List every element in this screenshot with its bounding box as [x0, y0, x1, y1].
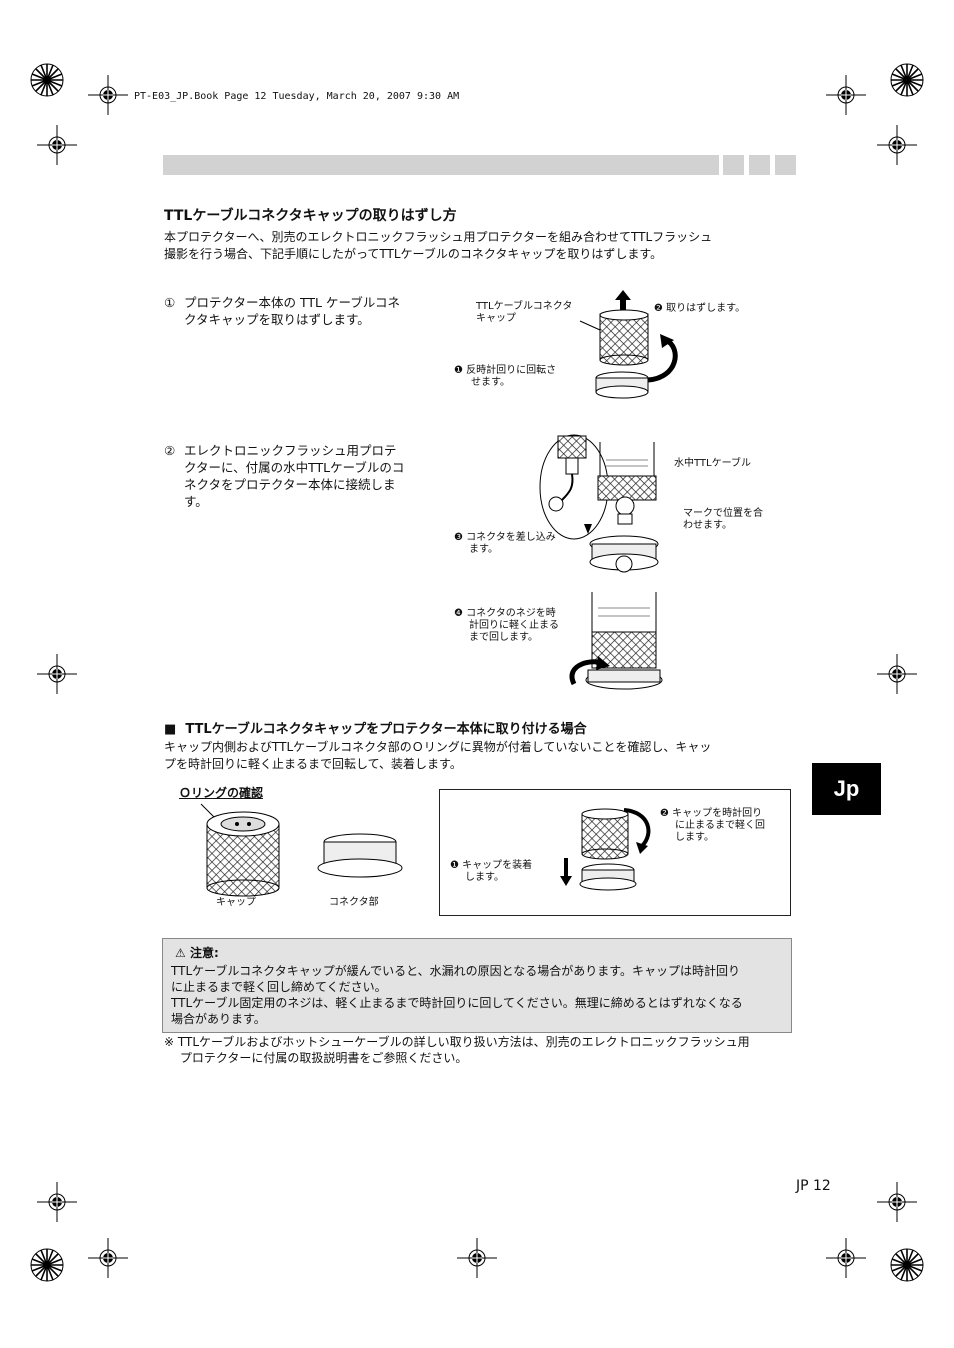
cap-label: TTLケーブルコネクタキャップ: [476, 301, 573, 324]
connector-illustration: [539, 434, 663, 690]
registration-cross-icon: [457, 1238, 497, 1278]
box-step-b1: ❶ キャップを装着 します。: [450, 860, 533, 883]
step-number: ①: [164, 295, 176, 310]
registration-star-icon: [887, 60, 927, 100]
registration-cross-icon: [88, 1238, 128, 1278]
cap-removal-illustration: [579, 290, 678, 399]
header-block: [723, 155, 744, 175]
registration-cross-icon: [37, 654, 77, 694]
step-b2-label: ❷ 取りはずします。: [654, 303, 746, 314]
step-b3-label: ❸ コネクタを差し込み ます。: [454, 532, 556, 555]
connector-caption: コネクタ部: [329, 897, 379, 908]
step-b4-label: ❹ コネクタのネジを時 計回りに軽く止まる まで回します。: [454, 608, 559, 643]
step-2: ② エレクトロニックフラッシュ用プロテ クターに、付属の水中TTLケーブルのコ …: [164, 443, 405, 509]
registration-cross-icon: [877, 125, 917, 165]
header-bar: [163, 155, 719, 175]
mark-label: マークで位置を合わせます。: [683, 508, 763, 531]
oring-title: Ｏリングの確認: [179, 786, 264, 800]
registration-cross-icon: [37, 1182, 77, 1222]
down-arrow-icon: [560, 858, 572, 886]
warning-icon: ⚠: [175, 946, 186, 960]
registration-star-icon: [27, 1245, 67, 1285]
section2-paragraph: キャップ内側およびTTLケーブルコネクタ部のＯリングに異物が付着していないことを…: [164, 740, 712, 771]
header-block: [749, 155, 770, 175]
attach-illustration: [560, 808, 651, 891]
registration-cross-icon: [88, 75, 128, 115]
step-number: ②: [164, 443, 176, 458]
registration-cross-icon: [826, 1238, 866, 1278]
up-arrow-icon: [615, 290, 631, 310]
box-step-b2: ❷ キャップを時計回り に止まるまで軽く回 します。: [660, 808, 765, 843]
step-1: ① プロテクター本体の TTL ケーブルコネ クタキャップを取りはずします。: [164, 295, 400, 327]
print-header: PT-E03_JP.Book Page 12 Tuesday, March 20…: [134, 91, 460, 102]
header-block: [775, 155, 796, 175]
registration-cross-icon: [826, 75, 866, 115]
section2-heading: ■ TTLケーブルコネクタキャップをプロテクター本体に取り付ける場合: [164, 722, 587, 737]
language-tab: Jp: [812, 763, 881, 815]
registration-cross-icon: [877, 1182, 917, 1222]
registration-cross-icon: [37, 125, 77, 165]
registration-star-icon: [887, 1245, 927, 1285]
step-b1-label: ❶ 反時計回りに回転さ せます。: [454, 365, 557, 388]
attach-figure-box: ❶ キャップを装着 します。 ❷ キャップを時計回り に止まるまで軽く回 します…: [439, 789, 791, 916]
cap-caption: キャップ: [216, 897, 256, 908]
rotate-arrow-icon: [647, 337, 678, 383]
registration-star-icon: [27, 60, 67, 100]
cable-label: 水中TTLケーブル: [674, 458, 752, 469]
page-title: TTLケーブルコネクタキャップの取りはずし方: [164, 208, 457, 224]
registration-cross-icon: [877, 654, 917, 694]
intro-paragraph: 本プロテクターへ、別売のエレクトロニックフラッシュ用プロテクターを組み合わせてT…: [164, 230, 713, 261]
caution-box: ⚠ 注意: TTLケーブルコネクタキャップが緩んでいると、水漏れの原因となる場合…: [162, 938, 792, 1033]
rotate-arrow-icon: [623, 808, 651, 848]
caution-heading: ⚠ 注意:: [175, 946, 219, 960]
page-number: JP 12: [796, 1178, 831, 1194]
footnote: ※ TTLケーブルおよびホットシューケーブルの詳しい取り扱い方法は、別売のエレク…: [164, 1035, 750, 1065]
oring-illustration: [200, 803, 403, 897]
down-arrow-icon: [584, 524, 592, 534]
